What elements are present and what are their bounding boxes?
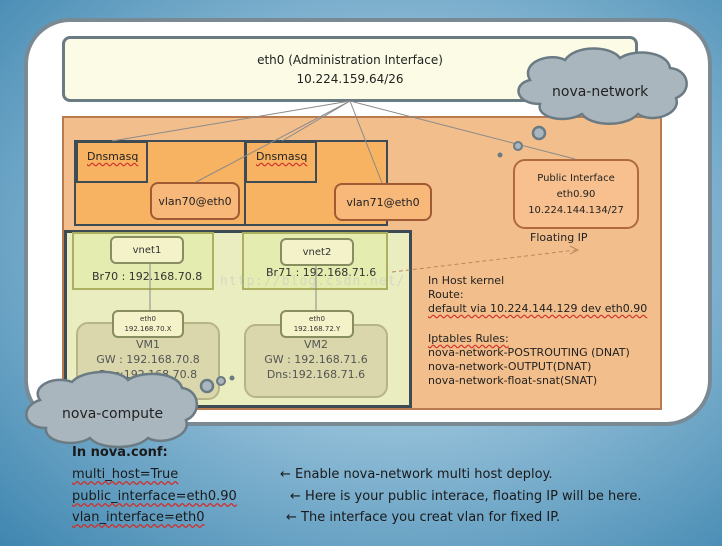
nova-compute-label: nova-compute bbox=[62, 406, 164, 422]
public-interface-title: Public Interface bbox=[537, 173, 615, 184]
vm2-box bbox=[244, 324, 388, 398]
public-interface-name: eth0.90 bbox=[556, 189, 596, 200]
bridge-70-label: Br70 : 192.168.70.8 bbox=[92, 270, 203, 283]
link-admin-dnsmasq1 bbox=[111, 100, 351, 142]
vm2-eth0-interface: eth0 192.168.72.Y bbox=[280, 310, 354, 338]
iptables-rule-1: nova-network-POSTROUTING (DNAT) bbox=[428, 346, 630, 359]
link-admin-public bbox=[349, 100, 576, 160]
vm1-eth0-ip: 192.168.70.X bbox=[124, 325, 172, 333]
vm2-gw: GW : 192.168.71.6 bbox=[264, 353, 368, 366]
nova-compute-cloud bbox=[25, 370, 235, 449]
host-kernel-info: In Host kernel Route: default via 10.224… bbox=[428, 274, 658, 388]
vm1-name: VM1 bbox=[135, 338, 160, 351]
vm2-name: VM2 bbox=[303, 338, 328, 351]
vnet2-interface: vnet2 bbox=[280, 238, 354, 266]
route-label: Route: bbox=[428, 288, 464, 301]
vm2-details: VM2 GW : 192.168.71.6 Dns:192.168.71.6 bbox=[244, 337, 388, 382]
link-admin-dnsmasq2 bbox=[281, 100, 351, 142]
vlan-71-interface: vlan71@eth0 bbox=[334, 183, 432, 221]
admin-interface-ip: 10.224.159.64/26 bbox=[296, 72, 404, 86]
config-desc-multi-host: ← Enable nova-network multi host deploy. bbox=[280, 467, 553, 482]
config-heading: In nova.conf: bbox=[72, 445, 168, 460]
link-admin-vlan71 bbox=[349, 100, 383, 184]
vm1-gw: GW : 192.168.70.8 bbox=[96, 353, 200, 366]
vm1-eth0-name: eth0 bbox=[140, 315, 156, 323]
watermark: http://blog.csdn.net/ bbox=[220, 274, 406, 289]
floating-ip-arrow bbox=[391, 249, 577, 273]
floating-ip-arrowhead bbox=[569, 245, 580, 255]
config-key-public-interface: public_interface=eth0.90 bbox=[72, 489, 237, 504]
host-kernel-title: In Host kernel bbox=[428, 274, 505, 287]
public-interface-ip: 10.224.144.134/27 bbox=[528, 205, 624, 216]
bridge-71-label: Br71 : 192.168.71.6 bbox=[266, 266, 377, 279]
link-admin-vlan70 bbox=[195, 100, 351, 183]
config-desc-public-interface: ← Here is your public interace, floating… bbox=[290, 489, 642, 504]
vm2-dns: Dns:192.168.71.6 bbox=[266, 368, 366, 381]
dnsmasq-2: Dnsmasq bbox=[245, 141, 317, 183]
iptables-rule-3: nova-network-float-snat(SNAT) bbox=[428, 374, 598, 387]
nova-network-label: nova-network bbox=[552, 84, 649, 100]
floating-ip-label: Floating IP bbox=[530, 231, 588, 244]
config-key-vlan-interface: vlan_interface=eth0 bbox=[72, 510, 205, 525]
admin-interface-name: eth0 (Administration Interface) bbox=[257, 53, 443, 67]
public-interface-box: Public Interface eth0.90 10.224.144.134/… bbox=[513, 159, 639, 229]
left-arrow-icon: ← bbox=[286, 510, 297, 525]
route-value: default via 10.224.144.129 dev eth0.90 bbox=[428, 302, 648, 315]
left-arrow-icon: ← bbox=[280, 467, 291, 482]
vm1-eth0-interface: eth0 192.168.70.X bbox=[112, 310, 184, 338]
config-key-multi-host: multi_host=True bbox=[72, 467, 179, 482]
nova-network-cloud bbox=[497, 47, 688, 158]
vm2-eth0-name: eth0 bbox=[309, 315, 325, 323]
vm2-eth0-ip: 192.168.72.Y bbox=[293, 325, 341, 333]
iptables-rule-2: nova-network-OUTPUT(DNAT) bbox=[428, 360, 592, 373]
left-arrow-icon: ← bbox=[290, 489, 301, 504]
iptables-label: Iptables Rules: bbox=[428, 332, 509, 345]
vlan-70-interface: vlan70@eth0 bbox=[150, 182, 240, 220]
admin-interface-box: eth0 (Administration Interface) 10.224.1… bbox=[62, 36, 638, 102]
config-desc-vlan-interface: ← The interface you creat vlan for fixed… bbox=[286, 510, 561, 525]
dnsmasq-1: Dnsmasq bbox=[76, 141, 148, 183]
vnet1-interface: vnet1 bbox=[110, 236, 184, 264]
